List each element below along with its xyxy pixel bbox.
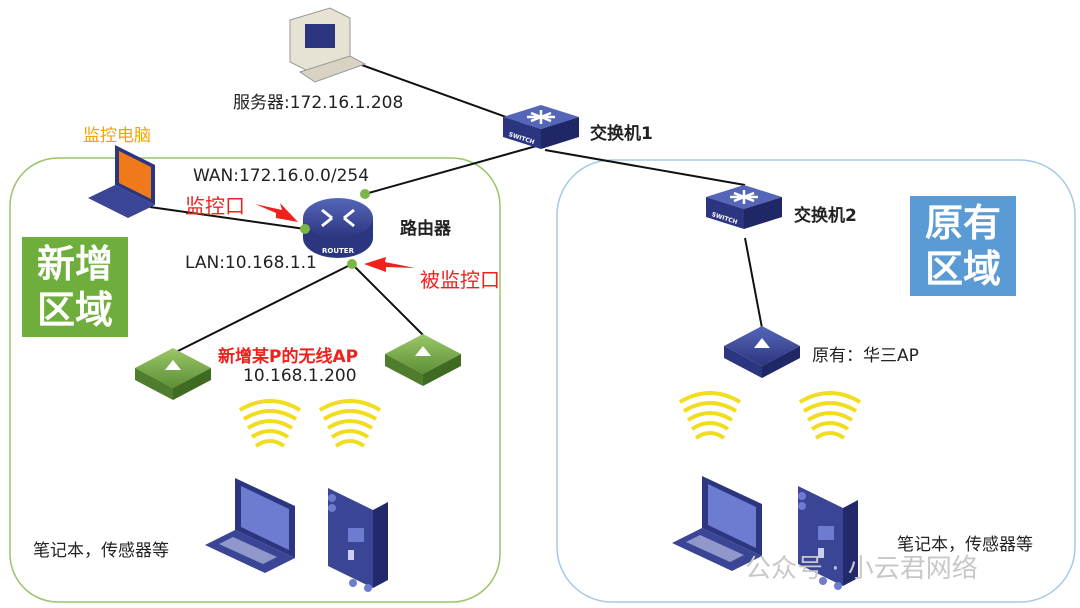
monitor-laptop-icon (88, 145, 155, 218)
old-zone-title-1: 原有 (924, 201, 1001, 245)
switch1-icon (501, 103, 581, 151)
watermark: 公众号 · 小云君网络 (745, 554, 978, 584)
router-tag: ROUTER (322, 247, 355, 255)
wifi-icon (798, 391, 862, 440)
new-zone-title-2: 区域 (36, 288, 113, 332)
lan-label: LAN:10.168.1.1 (185, 253, 317, 273)
new-ap-left-icon (135, 348, 211, 400)
monitored-port-label: 被监控口 (420, 268, 500, 292)
old-zone-badge: 原有 区域 (910, 196, 1016, 296)
router-icon: ROUTER (303, 198, 373, 258)
old-zone-title-2: 区域 (924, 247, 1001, 291)
switch1-label: 交换机1 (590, 124, 653, 144)
new-ap-label: 新增某P的无线AP (218, 347, 359, 367)
wifi-icon (318, 399, 382, 448)
switch2-label: 交换机2 (794, 206, 857, 226)
old-ap-label: 原有：华三AP (812, 346, 919, 366)
new-ap-ip: 10.168.1.200 (243, 366, 357, 386)
switch2-icon (704, 183, 784, 231)
laptop-icon (205, 478, 295, 573)
new-zone-title-1: 新增 (36, 242, 113, 286)
annotation-arrows (255, 203, 415, 272)
server-label: 服务器:172.16.1.208 (233, 93, 404, 113)
new-ap-right-icon (385, 334, 461, 386)
wan-port-dot (360, 189, 370, 199)
wan-label: WAN:172.16.0.0/254 (193, 166, 370, 186)
router-label: 路由器 (400, 219, 451, 239)
server-icon (289, 7, 367, 83)
new-devices-label: 笔记本，传感器等 (33, 541, 169, 561)
sensor-icon (328, 488, 388, 592)
wifi-icon (678, 391, 742, 440)
new-zone-badge: 新增 区域 (22, 237, 128, 337)
monitor-pc-label: 监控电脑 (83, 126, 151, 146)
links (149, 59, 763, 356)
old-zone-border (556, 159, 1076, 603)
wifi-icon (238, 399, 302, 448)
monitor-port-dot (300, 224, 310, 234)
monitor-port-label: 监控口 (185, 194, 245, 218)
old-ap-icon (724, 326, 800, 378)
monitored-port-dot (347, 259, 357, 269)
new-zone-border (9, 157, 501, 603)
old-devices-label: 笔记本，传感器等 (897, 535, 1033, 555)
